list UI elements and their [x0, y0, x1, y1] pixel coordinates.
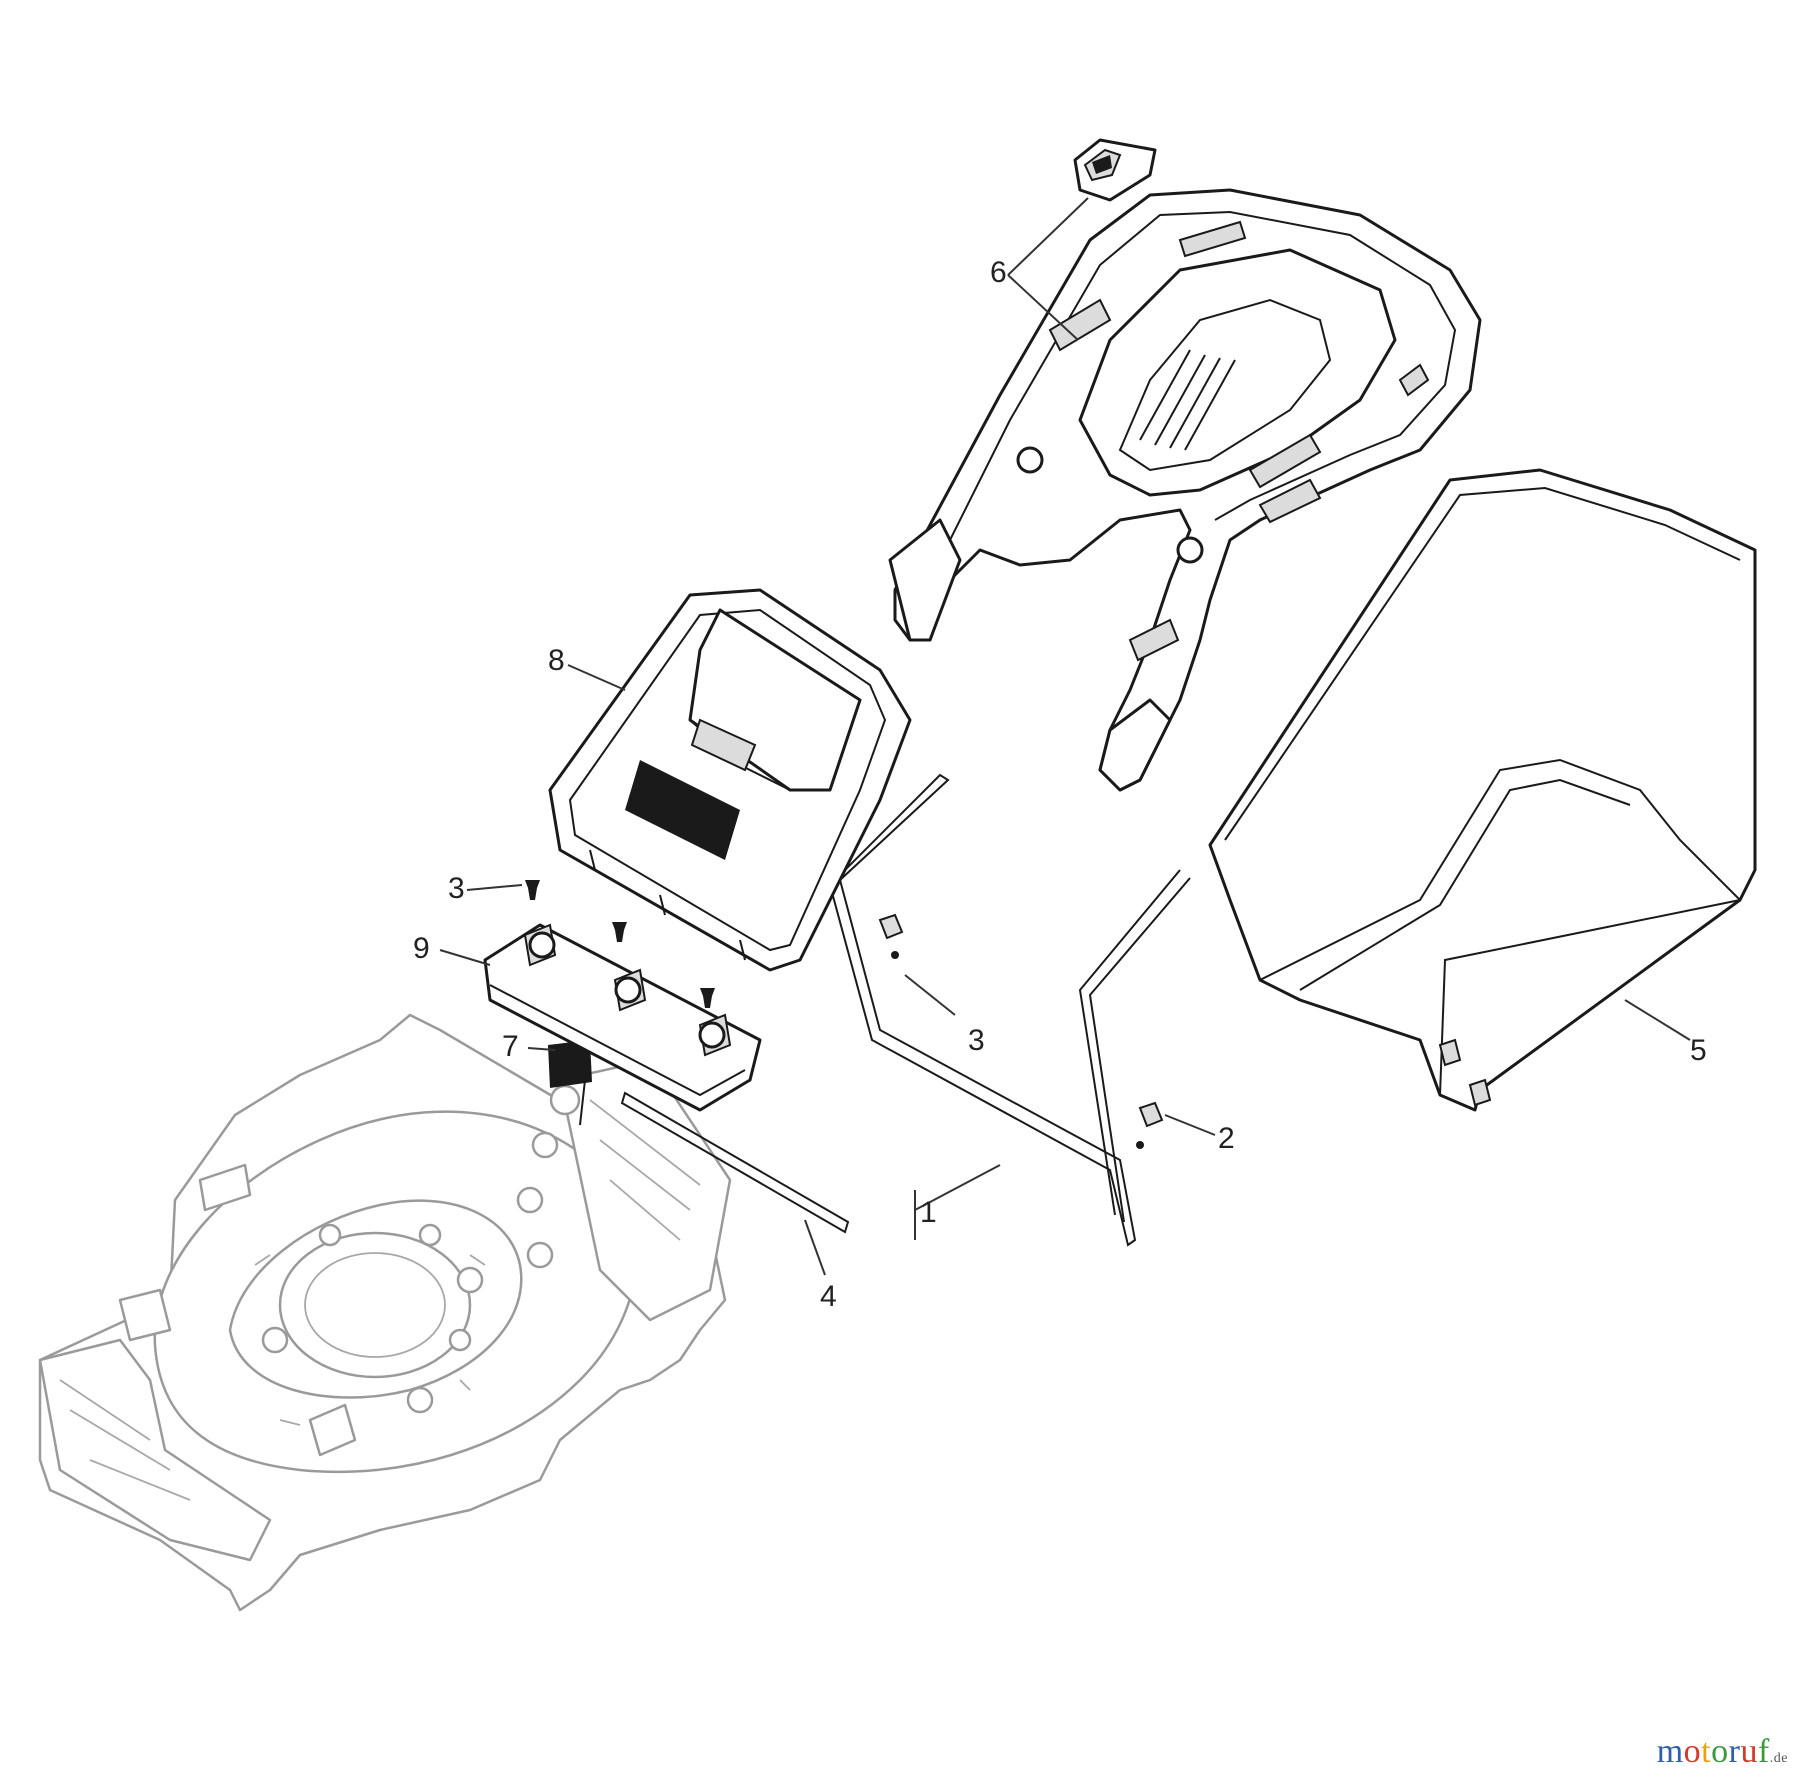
leader-9	[439, 949, 491, 966]
callout-6: 6	[990, 256, 1007, 289]
mower-deck	[38, 1013, 732, 1612]
callout-5: 5	[1690, 1034, 1707, 1067]
wm-letter-o2: o	[1711, 1733, 1729, 1770]
handle-clamp-lower	[1136, 1101, 1164, 1149]
leader-4	[804, 1219, 826, 1276]
leader-lines	[439, 197, 1691, 1276]
wm-letter-o1: o	[1683, 1733, 1702, 1770]
wm-suffix: .de	[1769, 1751, 1788, 1766]
grass-box	[1208, 468, 1757, 1112]
leader-7	[527, 1047, 556, 1051]
callout-3-upper: 3	[448, 872, 465, 905]
wm-letter-m: m	[1656, 1733, 1684, 1770]
callout-3-lower: 3	[968, 1024, 985, 1057]
callout-4: 4	[820, 1280, 837, 1313]
leader-3a	[466, 884, 523, 891]
screw-mid	[612, 922, 627, 942]
callout-9: 9	[413, 932, 430, 965]
wm-letter-f: f	[1757, 1733, 1770, 1770]
axle-rod	[620, 1091, 850, 1234]
leader-2	[1164, 1114, 1216, 1136]
wm-letter-r: r	[1728, 1733, 1741, 1770]
screw-upper-left	[525, 880, 540, 900]
callout-8: 8	[548, 644, 565, 677]
rear-cover	[548, 588, 912, 972]
upper-housing	[888, 188, 1482, 792]
top-cap	[1073, 138, 1157, 202]
leader-6a	[1007, 197, 1089, 276]
screw-right	[700, 988, 715, 1008]
leader-3b	[904, 974, 956, 1016]
leader-1	[914, 1164, 1001, 1211]
rear-flap-hinge	[483, 923, 762, 1112]
callout-7: 7	[502, 1030, 519, 1063]
callout-2: 2	[1218, 1122, 1235, 1155]
torsion-spring	[548, 1034, 592, 1126]
handle-bar	[828, 773, 1191, 1247]
callout-labels: 6 8 3 9 7 3 2 1 4 5	[413, 256, 1707, 1313]
leader-5	[1624, 999, 1691, 1041]
leader-8	[567, 664, 626, 691]
wm-letter-t: t	[1701, 1733, 1712, 1770]
leader-6b	[1007, 274, 1079, 341]
wm-letter-u: u	[1740, 1733, 1758, 1770]
watermark-logo: motoruf.de	[1657, 1733, 1788, 1771]
brand-plate	[625, 760, 740, 860]
handle-clamp-upper	[878, 913, 904, 959]
callout-1: 1	[920, 1196, 937, 1229]
